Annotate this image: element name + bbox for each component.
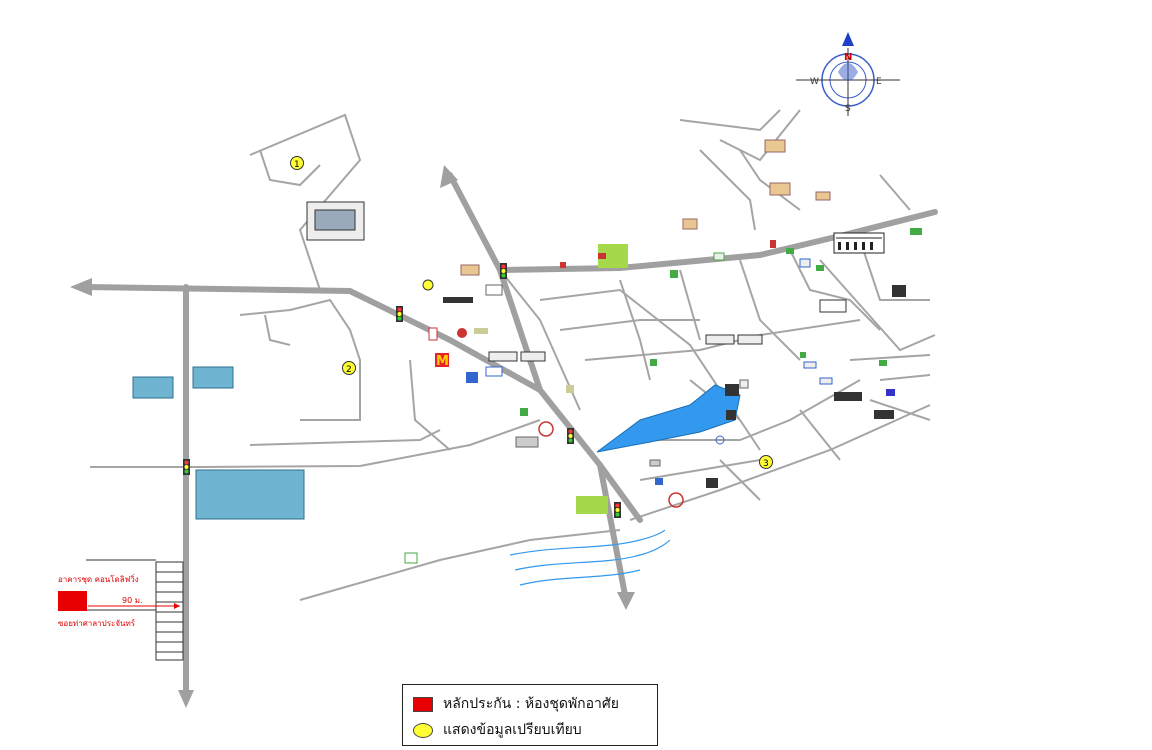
svg-text:1: 1 [294,160,300,170]
main-roads [83,172,938,703]
svg-text:N: N [844,52,852,63]
subject-square [58,591,87,611]
building-blue-2 [192,366,234,389]
svg-text:M: M [436,354,449,369]
svg-text:ซอยท่าศาลาประจันทร์: ซอยท่าศาลาประจันทร์ [58,618,136,628]
traffic-lights [183,263,621,518]
minor-streets [90,109,936,601]
road-arrows [70,165,635,708]
svg-text:2: 2 [346,365,352,375]
svg-text:W: W [810,77,819,87]
marker-1: 1 [290,156,304,170]
buildings [132,201,906,520]
building-large [195,469,305,520]
compass-rose: N S E W [796,32,900,116]
subject-property: อาคารชุด คอนโดลิฟวิ่ง 90 ม. ซอยท่าศาลาปร… [58,573,180,628]
map-legend: หลักประกัน : ห้องชุดพักอาศัย แสดงข้อมูลเ… [402,684,658,746]
svg-text:3: 3 [763,459,769,469]
comparison-markers: 1 2 3 [290,156,773,469]
marker-2: 2 [342,361,356,375]
lake [596,384,741,453]
legend-row-collateral: หลักประกัน : ห้องชุดพักอาศัย [413,693,619,715]
svg-text:E: E [876,77,882,87]
building-blue-1 [132,376,174,399]
marker-3: 3 [759,455,773,469]
river [509,529,671,586]
svg-text:90 ม.: 90 ม. [122,596,143,605]
legend-label-comparison: แสดงข้อมูลเปรียบเทียบ [443,722,582,738]
yellow-circle-icon [413,722,433,738]
red-square-icon [413,696,433,712]
poi-icons: M [404,139,922,564]
svg-text:S: S [845,104,851,114]
legend-row-comparison: แสดงข้อมูลเปรียบเทียบ [413,719,582,741]
legend-label-collateral: หลักประกัน : ห้องชุดพักอาศัย [443,696,620,712]
svg-text:อาคารชุด คอนโดลิฟวิ่ง: อาคารชุด คอนโดลิฟวิ่ง [58,573,139,584]
railway [86,559,184,661]
